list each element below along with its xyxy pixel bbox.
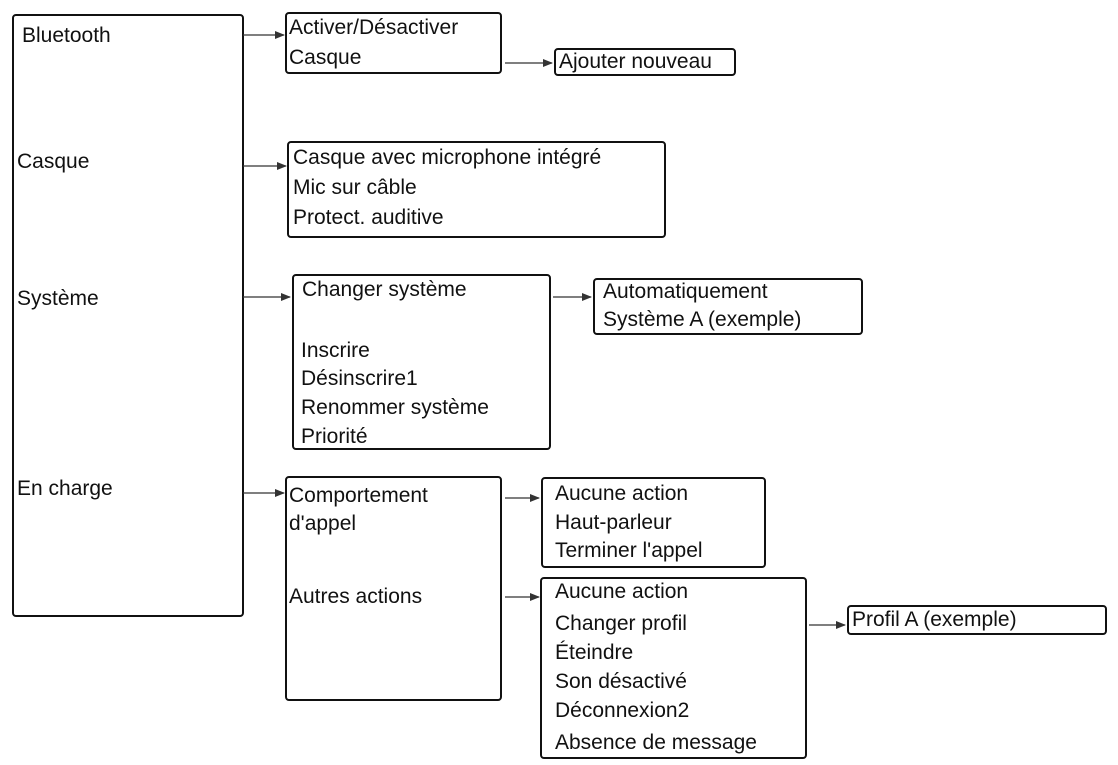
- systeme-change-submenu-box: [593, 278, 863, 335]
- other-item-changer-profil[interactable]: Changer profil: [555, 612, 687, 635]
- call-item-aucune-action[interactable]: Aucune action: [555, 482, 689, 505]
- en-charge-item-dappel: d'appel: [289, 512, 357, 535]
- item-systeme-a[interactable]: Système A (exemple): [603, 308, 802, 331]
- profile-submenu-box: [847, 605, 1107, 635]
- en-charge-item-comportement[interactable]: Comportement: [289, 484, 428, 507]
- other-item-absence-message[interactable]: Absence de message: [555, 731, 757, 754]
- item-profil-a[interactable]: Profil A (exemple): [852, 608, 1017, 631]
- systeme-item-renommer[interactable]: Renommer système: [301, 396, 489, 419]
- systeme-item-priorite[interactable]: Priorité: [301, 425, 368, 448]
- item-automatiquement[interactable]: Automatiquement: [603, 280, 768, 303]
- root-item-en-charge[interactable]: En charge: [17, 477, 113, 500]
- bluetooth-item-toggle[interactable]: Activer/Désactiver: [289, 16, 459, 39]
- bluetooth-item-casque[interactable]: Casque: [289, 46, 362, 69]
- en-charge-item-autres-actions[interactable]: Autres actions: [289, 585, 423, 608]
- casque-menu-box: [287, 141, 666, 238]
- systeme-item-inscrire[interactable]: Inscrire: [301, 339, 370, 362]
- root-menu-box: [12, 14, 244, 617]
- bluetooth-menu-box: [285, 12, 502, 74]
- casque-item-cable-mic[interactable]: Mic sur câble: [293, 176, 417, 199]
- root-item-bluetooth[interactable]: Bluetooth: [22, 24, 111, 47]
- other-actions-submenu-box: [540, 577, 807, 759]
- systeme-menu-box: [292, 274, 551, 450]
- systeme-item-desinscrire[interactable]: Désinscrire1: [301, 367, 418, 390]
- other-item-son-desactive[interactable]: Son désactivé: [555, 670, 687, 693]
- other-item-aucune-action[interactable]: Aucune action: [555, 580, 689, 603]
- call-item-haut-parleur[interactable]: Haut-parleur: [555, 511, 672, 534]
- casque-item-integrated-mic[interactable]: Casque avec microphone intégré: [293, 146, 602, 169]
- root-item-casque[interactable]: Casque: [17, 150, 90, 173]
- casque-item-hearing-protect[interactable]: Protect. auditive: [293, 206, 444, 229]
- other-item-eteindre[interactable]: Éteindre: [555, 641, 634, 664]
- call-item-terminer[interactable]: Terminer l'appel: [555, 539, 703, 562]
- call-behavior-submenu-box: [541, 477, 766, 568]
- systeme-item-changer[interactable]: Changer système: [302, 278, 467, 301]
- en-charge-menu-box: [285, 476, 502, 701]
- root-item-systeme[interactable]: Système: [17, 287, 99, 310]
- other-item-deconnexion[interactable]: Déconnexion2: [555, 699, 690, 722]
- bluetooth-casque-submenu-box: [554, 48, 736, 76]
- item-ajouter-nouveau[interactable]: Ajouter nouveau: [559, 50, 712, 73]
